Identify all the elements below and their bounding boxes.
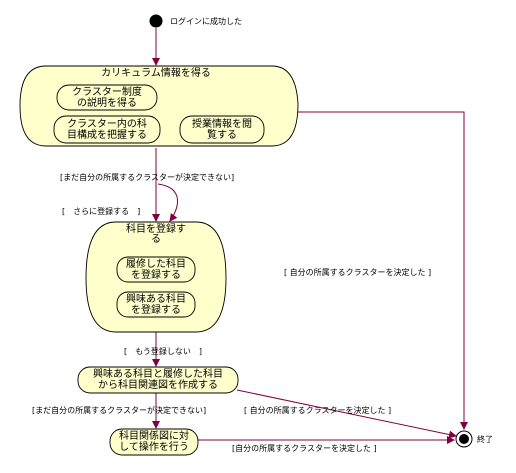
make-diagram-shape [77,366,239,394]
class-info-line-2: 覧する [207,129,237,141]
interest-subject-line-1: 興味ある科目 [126,292,186,305]
guard-undecided-2: [まだ自分の所属するクラスターが決定できない] [32,405,206,415]
end-label: 終了 [477,434,493,444]
activity-make-diagram: 興味ある科目と履修した科目 から科目関連図を作成する [77,366,239,394]
cluster-subjects-line-2: 目構成を把握する [67,128,147,141]
register-title-line-1: 科目を登録す [126,222,186,235]
make-diagram-line-2: から科目関連図を作成する [98,378,218,391]
initial-state-icon [149,14,163,28]
guard-no-more: [ もう登録しない ] [124,346,202,356]
activity-taken-subject: 履修した科目 を登録する [116,256,196,283]
cluster-subjects-line-1: クラスター内の科 [67,117,147,130]
interest-subject-shape [116,291,196,318]
cluster-desc-line-1: クラスター制度 [72,85,142,98]
transitions [152,28,468,444]
final-state-dot-icon [459,434,469,444]
edge-makediagram-end [236,389,457,439]
operate-diagram-shape [109,428,199,456]
activity-class-info: 授業情報を閲 覧する [179,115,265,144]
taken-subject-shape [116,256,196,283]
curriculum-title: カリキュラム情報を得る [101,66,211,79]
register-title-line-2: る [151,233,161,245]
cluster-desc-shape [56,84,158,111]
guard-decided-bottom: [自分の所属するクラスターを決定した ] [232,443,377,453]
make-diagram-line-1: 興味ある科目と履修した科目 [93,367,223,380]
operate-diagram-line-2: して操作を行う [119,440,189,453]
class-info-line-1: 授業情報を閲 [192,117,252,130]
activity-operate-diagram: 科目関係図に対 して操作を行う [109,428,199,456]
activity-cluster-subjects: クラスター内の科 目構成を把握する [53,115,161,144]
activity-cluster-desc: クラスター制度 の説明を得る [56,84,158,111]
operate-diagram-line-1: 科目関係図に対 [119,429,189,442]
guard-labels: [まだ自分の所属するクラスターが決定できない] [ さらに登録する ] [ 自分… [32,172,431,453]
activity-curriculum: カリキュラム情報を得る クラスター制度 の説明を得る クラスター内の科 目構成を… [19,65,299,147]
activity-interest-subject: 興味ある科目 を登録する [116,291,196,318]
guard-undecided-1: [まだ自分の所属するクラスターが決定できない] [60,172,234,182]
guard-decided-right: [ 自分の所属するクラスターを決定した ] [284,267,431,277]
taken-subject-line-2: を登録する [131,268,181,281]
edge-curriculum-end [298,111,468,430]
end-node: 終了 [455,430,493,448]
taken-subject-line-1: 履修した科目 [126,257,186,270]
guard-decided-mid: [ 自分の所属するクラスターを決定した ] [244,405,391,415]
class-info-shape [179,115,265,144]
start-node: ログインに成功した [149,14,242,28]
cluster-desc-line-2: の説明を得る [77,96,137,109]
interest-subject-line-2: を登録する [131,303,181,316]
start-label: ログインに成功した [170,16,242,26]
guard-register-more: [ さらに登録する ] [62,206,140,216]
edge-register-loop [157,183,179,222]
cluster-subjects-shape [53,115,161,144]
activity-register: 科目を登録す る 履修した科目 を登録する 興味ある科目 を登録する [85,221,227,333]
